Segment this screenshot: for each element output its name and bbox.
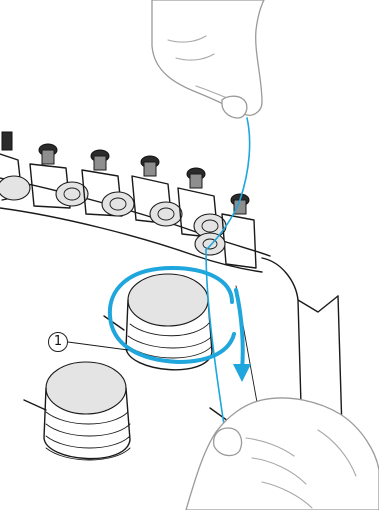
upper-hand (152, 0, 264, 118)
lower-hand (186, 398, 379, 510)
thread-path (206, 118, 250, 438)
callout-leader (68, 342, 128, 350)
callout-number: 1 (48, 332, 68, 352)
tension-unit-2 (30, 144, 88, 208)
tension-unit-4 (132, 156, 182, 226)
tension-unit-3 (82, 150, 134, 216)
tension-unit-1 (0, 132, 30, 200)
thread-guide-arm (0, 178, 270, 272)
spool-2 (24, 362, 130, 460)
